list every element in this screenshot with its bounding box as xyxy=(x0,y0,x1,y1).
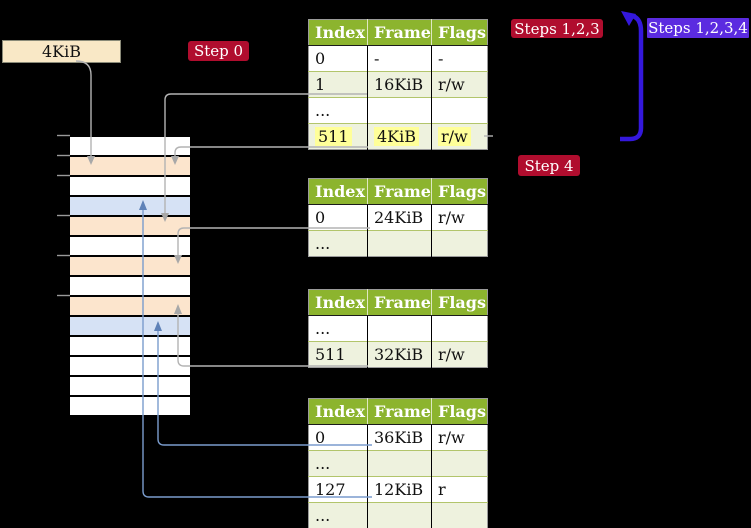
table-row-highlighted: 511 4KiB r/w xyxy=(308,123,488,150)
table-row: ... xyxy=(308,450,488,477)
table-header-row: Index Frame Flags xyxy=(308,178,488,205)
table-row: ... xyxy=(308,502,488,528)
memory-row xyxy=(70,175,190,195)
table-header-row: Index Frame Flags xyxy=(308,289,488,316)
page-table-1: Index Frame Flags 0 - - 1 16KiB r/w ... xyxy=(308,19,488,150)
memory-row xyxy=(70,335,190,355)
memory-row xyxy=(70,275,190,295)
column-header-frame: Frame xyxy=(367,19,432,46)
table-row: ... xyxy=(308,230,488,257)
steps-123-label: Steps 1,2,3 xyxy=(511,19,603,38)
table-row: 511 32KiB r/w xyxy=(308,341,488,368)
step-0-label: Step 0 xyxy=(188,41,249,61)
table-header-row: Index Frame Flags xyxy=(308,398,488,425)
memory-row xyxy=(70,375,190,395)
step-4-label: Step 4 xyxy=(518,155,580,176)
column-header-frame: Frame xyxy=(367,398,432,425)
highlighted-value: r/w xyxy=(437,127,471,146)
column-header-frame: Frame xyxy=(367,178,432,205)
table-row: ... xyxy=(308,97,488,124)
table-row: 1 16KiB r/w xyxy=(308,71,488,98)
memory-row xyxy=(70,395,190,415)
table-header-row: Index Frame Flags xyxy=(308,19,488,46)
memory-row xyxy=(70,195,190,215)
memory-row xyxy=(70,135,190,155)
highlighted-value: 4KiB xyxy=(374,127,420,146)
table-row: 127 12KiB r xyxy=(308,476,488,503)
highlighted-value: 511 xyxy=(315,127,352,146)
column-header-index: Index xyxy=(308,398,368,425)
memory-tick-marks xyxy=(57,134,70,297)
page-table-4: Index Frame Flags 0 36KiB r/w ... 127 12… xyxy=(308,398,488,528)
steps-1234-label: Steps 1,2,3,4 xyxy=(647,18,749,38)
page-table-2: Index Frame Flags 0 24KiB r/w ... xyxy=(308,178,488,257)
frame-size-label: 4KiB xyxy=(41,42,81,61)
table-row: 0 36KiB r/w xyxy=(308,424,488,451)
memory-row xyxy=(70,255,190,275)
column-header-index: Index xyxy=(308,19,368,46)
page-table-3: Index Frame Flags ... 511 32KiB r/w xyxy=(308,289,488,368)
physical-memory-strip xyxy=(70,135,190,419)
column-header-index: Index xyxy=(308,178,368,205)
column-header-flags: Flags xyxy=(430,19,488,46)
table-row: 0 24KiB r/w xyxy=(308,204,488,231)
memory-row xyxy=(70,235,190,255)
table-row: ... xyxy=(308,315,488,342)
table-row: 0 - - xyxy=(308,45,488,72)
column-header-index: Index xyxy=(308,289,368,316)
column-header-frame: Frame xyxy=(367,289,432,316)
loop-arrow xyxy=(620,11,644,142)
memory-row xyxy=(70,315,190,335)
frame-size-box: 4KiB xyxy=(2,40,121,63)
column-header-flags: Flags xyxy=(430,398,488,425)
loop-arrow-shaft xyxy=(620,13,644,142)
memory-row xyxy=(70,355,190,375)
column-header-flags: Flags xyxy=(430,178,488,205)
arrowhead-up-left-icon xyxy=(621,11,636,26)
memory-row xyxy=(70,155,190,175)
column-header-flags: Flags xyxy=(430,289,488,316)
memory-row xyxy=(70,295,190,315)
memory-row xyxy=(70,215,190,235)
